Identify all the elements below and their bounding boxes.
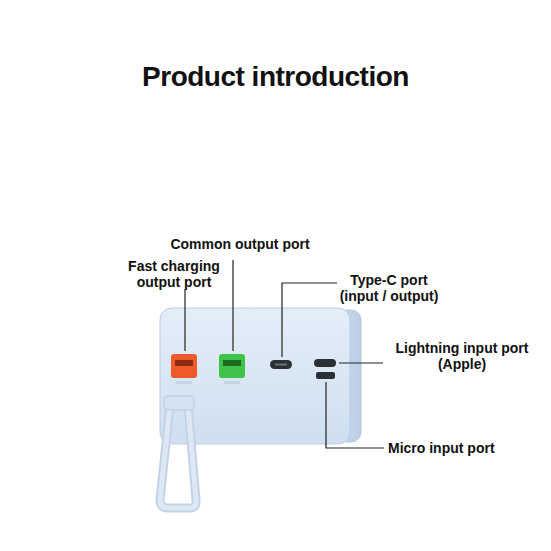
usb-port-common xyxy=(219,354,245,378)
leader-line xyxy=(326,382,384,448)
leader-line xyxy=(232,260,233,351)
callout-label: Common output port xyxy=(150,236,330,252)
usb-port-common-inner xyxy=(223,360,241,366)
lanyard-clip xyxy=(164,396,194,410)
callout-label: Type-C port (input / output) xyxy=(332,272,446,304)
type-c-tongue xyxy=(275,364,287,366)
port-mark xyxy=(176,381,192,384)
lanyard-highlight xyxy=(160,405,196,508)
lanyard xyxy=(160,405,196,508)
port-mark xyxy=(224,381,240,384)
callout-label: Fast charging output port xyxy=(122,258,226,290)
micro-port xyxy=(316,372,335,379)
type-c-port xyxy=(270,360,292,369)
leader-line xyxy=(339,362,383,363)
title: Product introduction xyxy=(20,60,531,94)
leader-line xyxy=(184,289,185,351)
callout-label: Micro input port xyxy=(388,440,538,456)
usb-port-fast xyxy=(171,354,197,378)
leader-line xyxy=(282,283,337,357)
usb-port-fast-inner xyxy=(175,360,193,366)
lightning-port xyxy=(314,359,336,367)
callout-label: Lightning input port (Apple) xyxy=(386,340,538,372)
